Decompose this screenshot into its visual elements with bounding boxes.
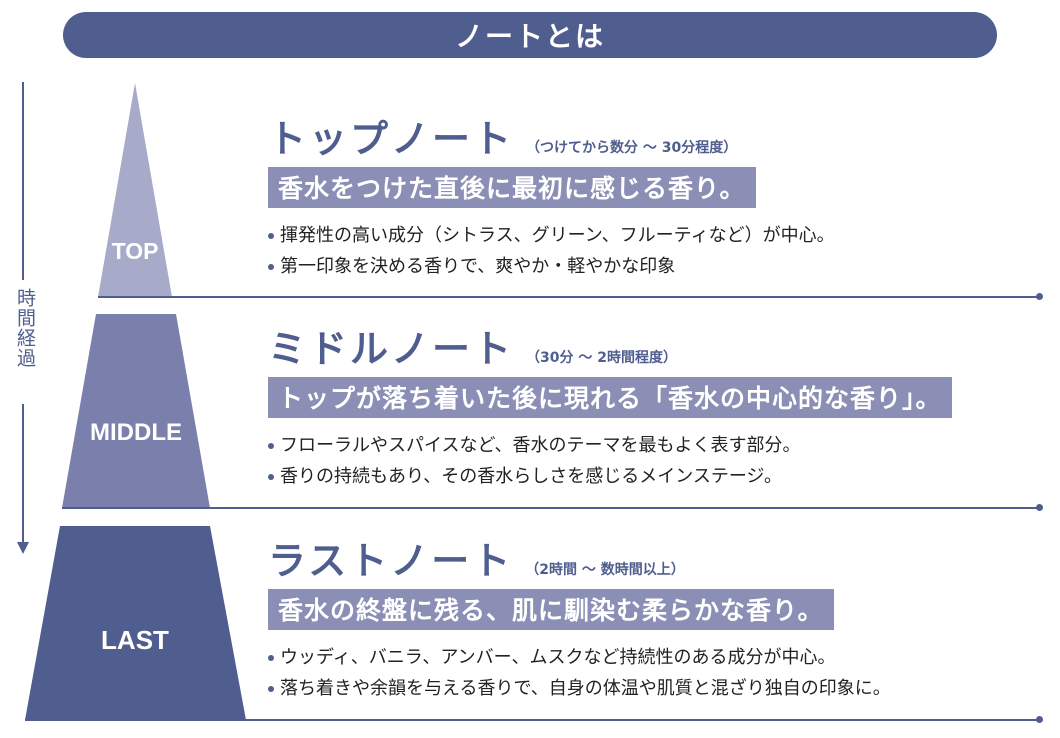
divider-top (98, 296, 1038, 298)
list-item: 第一印象を決める香りで、爽やか・軽やかな印象 (268, 251, 835, 282)
note-time: （2時間 〜 数時間以上） (525, 562, 685, 578)
divider-last (25, 719, 1038, 721)
list-item: 揮発性の高い成分（シトラス、グリーン、フルーティなど）が中心。 (268, 220, 835, 251)
note-summary: 香水の終盤に残る、肌に馴染む柔らかな香り。 (268, 589, 834, 630)
note-header: トップノート （つけてから数分 〜 30分程度） (268, 108, 835, 163)
bullet-text: ウッディ、バニラ、アンバー、ムスクなど持続性のある成分が中心。 (280, 647, 836, 668)
banner-title: ノートとは (63, 12, 997, 58)
list-item: 落ち着きや余韻を与える香りで、自身の体温や肌質と混ざり独自の印象に。 (268, 673, 891, 704)
bullet-text: 香りの持続もあり、その香水らしさを感じるメインステージ。 (280, 466, 783, 487)
pyramid-tier-last (25, 526, 246, 720)
divider-dot-last (1036, 716, 1043, 723)
bullet-icon (268, 232, 274, 239)
bullet-icon (268, 473, 274, 480)
tier-label-top: TOP (111, 238, 159, 264)
list-item: 香りの持続もあり、その香水らしさを感じるメインステージ。 (268, 461, 952, 492)
bullet-icon (268, 442, 274, 449)
divider-middle (62, 507, 1038, 509)
timeline-axis (17, 82, 29, 554)
pyramid-tier-top (98, 83, 172, 297)
note-summary: トップが落ち着いた後に現れる「香水の中心的な香り」。 (268, 377, 952, 418)
timeline-arrow-down-icon (17, 542, 29, 554)
note-time: （つけてから数分 〜 30分程度） (526, 140, 738, 156)
bullet-text: フローラルやスパイスなど、香水のテーマを最もよく表す部分。 (280, 435, 801, 456)
pyramid-tier-middle (62, 314, 210, 508)
section-top-note: トップノート （つけてから数分 〜 30分程度） 香水をつけた直後に最初に感じる… (268, 108, 835, 282)
list-item: フローラルやスパイスなど、香水のテーマを最もよく表す部分。 (268, 430, 952, 461)
section-middle-note: ミドルノート （30分 〜 2時間程度） トップが落ち着いた後に現れる「香水の中… (268, 318, 952, 492)
section-last-note: ラストノート （2時間 〜 数時間以上） 香水の終盤に残る、肌に馴染む柔らかな香… (268, 530, 891, 704)
timeline-line-lower (22, 404, 24, 544)
note-header: ラストノート （2時間 〜 数時間以上） (268, 530, 891, 585)
timeline-label: 時間経過 (14, 288, 36, 368)
note-title: ラストノート (268, 539, 514, 583)
note-summary: 香水をつけた直後に最初に感じる香り。 (268, 167, 756, 208)
note-header: ミドルノート （30分 〜 2時間程度） (268, 318, 952, 373)
bullet-list: フローラルやスパイスなど、香水のテーマを最もよく表す部分。 香りの持続もあり、そ… (268, 430, 952, 492)
divider-dot-middle (1036, 504, 1043, 511)
bullet-icon (268, 263, 274, 270)
divider-dot-top (1036, 293, 1043, 300)
bullet-list: ウッディ、バニラ、アンバー、ムスクなど持続性のある成分が中心。 落ち着きや余韻を… (268, 642, 891, 704)
tier-label-middle: MIDDLE (90, 419, 182, 446)
timeline-line-upper (22, 82, 24, 280)
note-title: ミドルノート (268, 327, 515, 371)
list-item: ウッディ、バニラ、アンバー、ムスクなど持続性のある成分が中心。 (268, 642, 891, 673)
note-title: トップノート (268, 117, 515, 161)
tier-label-last: LAST (101, 625, 169, 655)
bullet-icon (268, 654, 274, 661)
bullet-icon (268, 685, 274, 692)
bullet-text: 落ち着きや余韻を与える香りで、自身の体温や肌質と混ざり独自の印象に。 (280, 678, 891, 699)
bullet-text: 第一印象を決める香りで、爽やか・軽やかな印象 (280, 256, 676, 277)
bullet-list: 揮発性の高い成分（シトラス、グリーン、フルーティなど）が中心。 第一印象を決める… (268, 220, 835, 282)
pyramid-diagram (25, 83, 246, 720)
note-time: （30分 〜 2時間程度） (526, 350, 677, 366)
bullet-text: 揮発性の高い成分（シトラス、グリーン、フルーティなど）が中心。 (280, 225, 835, 246)
